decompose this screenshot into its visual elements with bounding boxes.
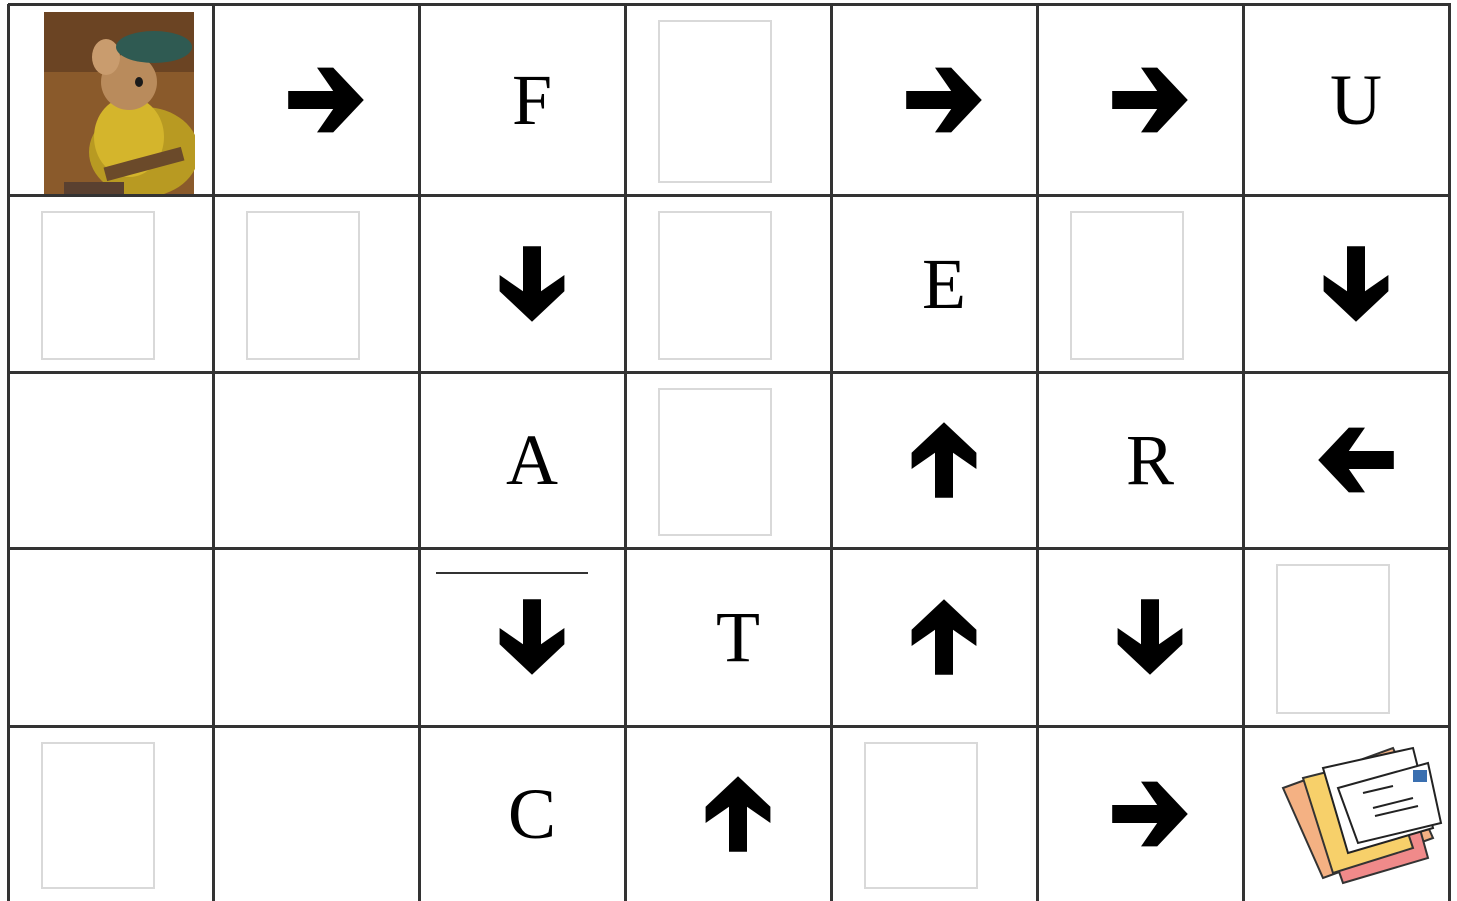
cell-letter: E	[922, 248, 966, 320]
arrow-down-icon	[1105, 592, 1195, 682]
maze-cell-r4-c2: C	[419, 726, 625, 901]
maze-cell-r4-c1	[213, 726, 419, 901]
arrow-down-icon	[487, 592, 577, 682]
cell-letter: R	[1126, 424, 1174, 496]
maze-cell-r1-c1	[213, 195, 419, 372]
maze-cell-r3-c1	[213, 548, 419, 726]
cell-letter: T	[716, 601, 760, 673]
maze-cell-r4-c0	[8, 726, 213, 901]
cell-divider-mark	[436, 572, 588, 574]
cell-letter: U	[1330, 64, 1382, 136]
empty-card-frame	[41, 742, 155, 889]
arrow-right-icon	[1105, 769, 1195, 859]
arrow-right-icon	[899, 55, 989, 145]
arrow-up-icon	[899, 592, 989, 682]
arrow-right-icon	[1105, 55, 1195, 145]
maze-cell-r1-c2	[419, 195, 625, 372]
maze-cell-r3-c6	[1243, 548, 1449, 726]
maze-cell-r2-c2: A	[419, 372, 625, 548]
arrow-down-icon	[487, 239, 577, 329]
maze-cell-r1-c0	[8, 195, 213, 372]
maze-cell-r1-c5	[1037, 195, 1243, 372]
maze-cell-r2-c3	[625, 372, 831, 548]
maze-cell-r4-c5	[1037, 726, 1243, 901]
maze-cell-r0-c5	[1037, 4, 1243, 195]
cell-letter: A	[506, 424, 558, 496]
maze-cell-r4-c3	[625, 726, 831, 901]
maze-cell-r0-c1	[213, 4, 419, 195]
maze-cell-r4-c6	[1243, 726, 1449, 901]
empty-card-frame	[658, 388, 772, 536]
maze-cell-r2-c6	[1243, 372, 1449, 548]
arrow-up-icon	[693, 769, 783, 859]
maze-cell-r3-c0	[8, 548, 213, 726]
arrow-right-icon	[281, 55, 371, 145]
empty-card-frame	[864, 742, 978, 889]
letters-envelopes-icon	[1263, 738, 1443, 893]
empty-card-frame	[246, 211, 360, 360]
empty-card-frame	[41, 211, 155, 360]
empty-card-frame	[658, 20, 772, 183]
maze-cell-r1-c4: E	[831, 195, 1037, 372]
arrow-left-icon	[1311, 415, 1401, 505]
maze-cell-r2-c0	[8, 372, 213, 548]
maze-cell-r0-c4	[831, 4, 1037, 195]
maze-cell-r0-c6: U	[1243, 4, 1449, 195]
maze-cell-r3-c3: T	[625, 548, 831, 726]
maze-cell-r3-c5	[1037, 548, 1243, 726]
maze-cell-r0-c3	[625, 4, 831, 195]
maze-cell-r2-c5: R	[1037, 372, 1243, 548]
arrow-down-icon	[1311, 239, 1401, 329]
maze-cell-r2-c4	[831, 372, 1037, 548]
maze-cell-r3-c2	[419, 548, 625, 726]
empty-card-frame	[1070, 211, 1184, 360]
cell-letter: C	[508, 778, 556, 850]
maze-cell-r0-c0	[8, 4, 213, 195]
maze-cell-r2-c1	[213, 372, 419, 548]
arrow-up-icon	[899, 415, 989, 505]
cell-letter: F	[512, 64, 552, 136]
maze-cell-r1-c3	[625, 195, 831, 372]
mouse-character-icon	[43, 12, 195, 199]
maze-cell-r1-c6	[1243, 195, 1449, 372]
maze-cell-r3-c4	[831, 548, 1037, 726]
empty-card-frame	[1276, 564, 1390, 714]
maze-cell-r4-c4	[831, 726, 1037, 901]
empty-card-frame	[658, 211, 772, 360]
maze-cell-r0-c2: F	[419, 4, 625, 195]
